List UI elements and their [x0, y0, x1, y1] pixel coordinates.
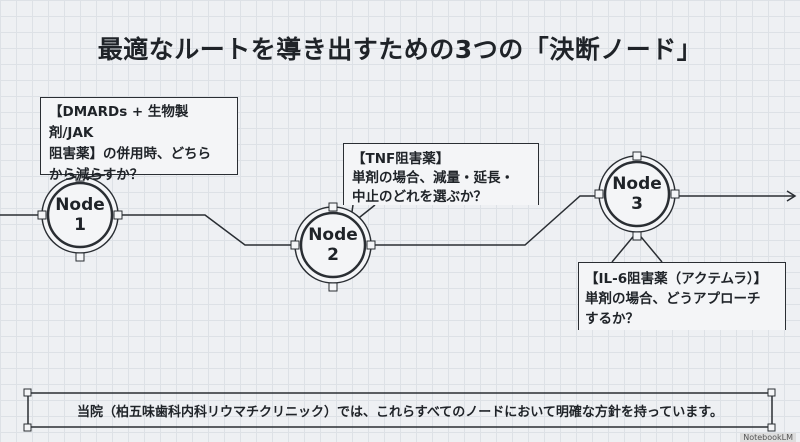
callout-line: 単剤の場合、減量・延長・ [352, 170, 514, 186]
node-number: 2 [327, 245, 339, 265]
callout-line: 中止のどれを選ぶか？ [352, 189, 487, 205]
callout-line: 【IL-6阻害薬（アクテムラ）】 [585, 271, 768, 287]
callout-line: から減らすか？ [49, 167, 144, 183]
callout-line: 阻害薬】の併用時、どちら [49, 146, 211, 162]
node-number: 1 [74, 215, 86, 235]
flow-path [118, 214, 295, 246]
callout-line: 【TNF阻害薬】 [352, 151, 450, 167]
callout-line: 【DMARDs + 生物製剤/JAK [49, 104, 189, 141]
callout-line: 単剤の場合、どうアプローチ [585, 291, 761, 307]
watermark: NotebookLM [740, 433, 796, 442]
footer-frame [23, 388, 776, 432]
node-text: Node [612, 174, 662, 194]
node-number: 3 [631, 194, 643, 214]
node-text: Node [55, 195, 105, 215]
node-text: Node [308, 225, 358, 245]
callout-node-2: 【TNF阻害薬】 単剤の場合、減量・延長・ 中止のどれを選ぶか？ [343, 143, 539, 205]
footer-statement: 当院（柏五味歯科内科リウマチクリニック）では、これらすべてのノードにおいて明確な… [77, 404, 723, 420]
callout-line: するか？ [585, 311, 639, 327]
node-2 [290, 202, 376, 292]
node-3 [594, 151, 680, 241]
flow-path [372, 195, 598, 246]
arrow-head-icon [786, 190, 797, 202]
page-title: 最適なルートを導き出すための3つの「決断ノード」 [97, 35, 703, 64]
callout-node-3: 【IL-6阻害薬（アクテムラ）】 単剤の場合、どうアプローチ するか？ [578, 262, 786, 330]
node-1 [37, 172, 123, 262]
callout-node-1: 【DMARDs + 生物製剤/JAK 阻害薬】の併用時、どちら から減らすか？ [40, 97, 238, 183]
